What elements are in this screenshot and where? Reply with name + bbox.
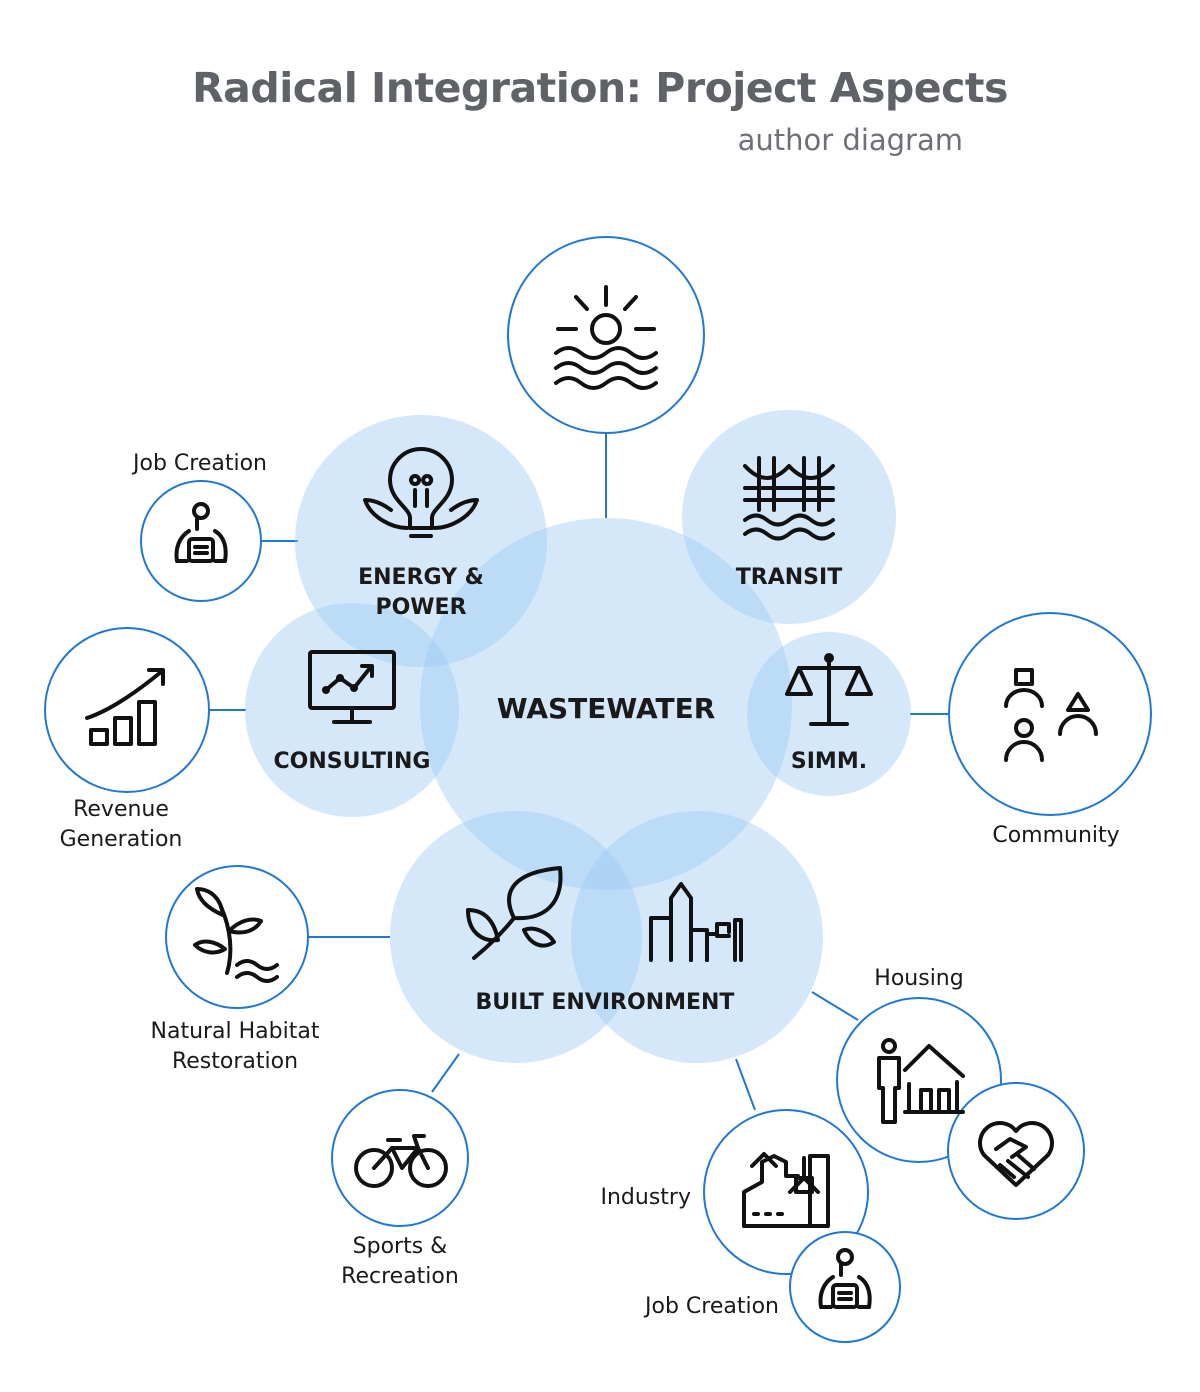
diagram-subtitle: author diagram [738,123,963,157]
label-sports-line1: Sports & [353,1234,448,1259]
lightbulb-icon [363,447,479,538]
label-habitat-line2: Restoration [172,1049,298,1074]
label-revenue-line1: Revenue [73,797,169,822]
bubbles [245,410,911,1063]
plant-icon [193,887,279,983]
link-sports [431,1053,460,1093]
worker-icon [818,1248,872,1309]
factory-icon [742,1152,830,1228]
bubble-built-left [390,811,642,1063]
label-habitat-line1: Natural Habitat [151,1019,320,1044]
bubble-wastewater [420,518,792,890]
label-industry: Industry [601,1185,692,1210]
connector-lines [209,433,949,1111]
bubble-energy [295,415,547,667]
center-label-wastewater: WASTEWATER [497,692,716,725]
node-care [947,1082,1085,1220]
bridge-icon [743,456,835,541]
link-industry [735,1058,756,1111]
worker-icon [174,502,228,563]
heart-handshake-icon [978,1121,1054,1187]
label-community: Community [992,823,1119,848]
city-icon [649,882,743,962]
sun-water-icon [554,285,658,390]
node-sports [331,1089,469,1227]
node-revenue [44,627,210,793]
hub-label-simm: SIMM. [791,749,867,774]
hub-label-consulting: CONSULTING [273,749,430,774]
hub-label-energy-line2: POWER [375,595,466,620]
bubble-transit [682,410,896,624]
label-job-creation-top: Job Creation [131,451,267,476]
link-housing [811,991,859,1021]
node-industry [703,1109,869,1275]
bubble-built-right [571,811,823,1063]
scales-icon [785,653,873,726]
node-community [948,612,1152,816]
node-water [507,236,705,434]
label-job-creation-bottom: Job Creation [643,1294,779,1319]
person-house-icon [877,1038,965,1124]
label-revenue-line2: Generation [60,827,183,852]
label-housing: Housing [874,966,963,991]
people-shapes-icon [1004,668,1098,762]
chart-monitor-icon [308,650,396,724]
hub-label-built-environment: BUILT ENVIRONMENT [476,990,735,1015]
bicycle-icon [354,1134,448,1188]
growth-bars-icon [85,668,165,746]
label-sports-line2: Recreation [341,1264,459,1289]
diagram-title: Radical Integration: Project Aspects [192,64,1008,112]
hub-label-transit: TRANSIT [736,565,842,590]
leaf-icon [466,866,563,960]
hub-label-energy-line1: ENERGY & [358,565,484,590]
node-habitat [165,865,309,1009]
